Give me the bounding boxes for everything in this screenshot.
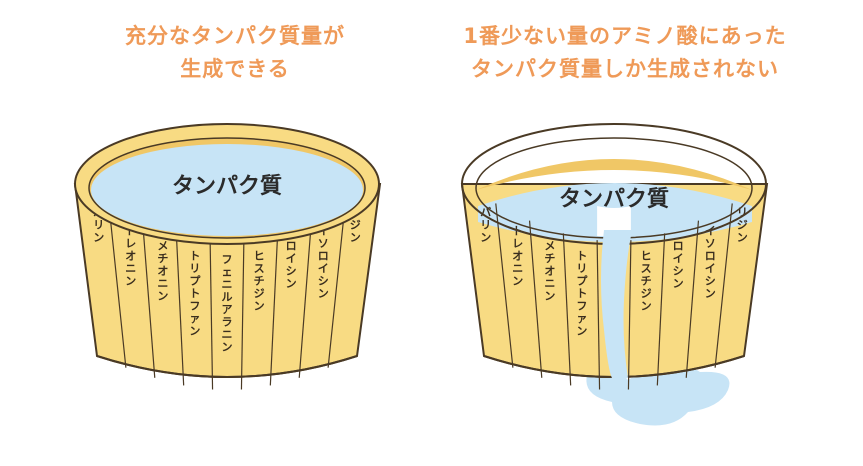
full-amino-acid-label: トレオニン [125, 225, 136, 288]
full-amino-acid-label: フェニルアラニン [222, 253, 233, 354]
full-amino-acid-label: メチオニン [157, 240, 168, 303]
broken-stave-divider [685, 220, 700, 378]
broken-short-stave-gap [597, 206, 631, 236]
caption-right: 1番少ない量のアミノ酸にあった タンパク質量しか生成されない [415, 20, 835, 86]
water-surface-full [91, 144, 363, 236]
full-amino-acid-label: ヒスチジン [254, 250, 265, 313]
broken-amino-acid-label: トレオニン [512, 225, 523, 288]
broken-stave-divider [528, 220, 543, 378]
broken-amino-acid-label: メチオニン [544, 240, 555, 303]
caption-left-line-1: 充分なタンパク質量が [125, 24, 345, 48]
broken-stave-divider [627, 240, 632, 390]
caption-right-line-1: 1番少ない量のアミノ酸にあった [463, 24, 787, 48]
full-stave-divider [108, 203, 127, 368]
broken-stave-divider [495, 203, 514, 368]
full-amino-acid-label: イソロイシン [318, 225, 329, 301]
barrel-broken: バリントレオニンメチオニントリプトファンフェニルアラニンヒスチジンロイシンイソロ… [460, 123, 769, 426]
staves-full: バリントレオニンメチオニントリプトファンフェニルアラニンヒスチジンロイシンイソロ… [93, 203, 361, 390]
full-stave-divider [141, 220, 156, 378]
broken-amino-acid-label: トリプトファン [576, 250, 588, 338]
full-stave-divider [209, 240, 214, 390]
barrel-title-full: タンパク質 [172, 174, 282, 199]
broken-stave-divider [596, 240, 601, 390]
broken-stave-divider [562, 233, 572, 386]
full-stave-divider [269, 233, 279, 386]
full-stave-divider [240, 240, 245, 390]
caption-right-line-2: タンパク質量しか生成されない [471, 57, 779, 81]
broken-stave-divider [714, 203, 733, 368]
caption-left: 充分なタンパク質量が 生成できる [70, 20, 400, 86]
full-amino-acid-label: トリプトファン [189, 250, 201, 338]
caption-left-line-2: 生成できる [180, 57, 290, 81]
full-stave-divider [327, 203, 346, 368]
broken-stave-divider [656, 233, 666, 386]
broken-amino-acid-label: ロイシン [673, 240, 684, 290]
broken-amino-acid-label: リジン [737, 206, 748, 244]
full-amino-acid-label: ロイシン [286, 240, 297, 290]
spilled-water [586, 368, 730, 426]
barrel-full: バリントレオニンメチオニントリプトファンフェニルアラニンヒスチジンロイシンイソロ… [73, 123, 382, 390]
broken-amino-acid-label: バリン [480, 206, 491, 244]
broken-amino-acid-label: イソロイシン [705, 225, 716, 301]
barrel-title-broken: タンパク質 [559, 187, 669, 212]
broken-amino-acid-label: ヒスチジン [641, 250, 652, 313]
waterfall [601, 230, 632, 378]
full-stave-divider [175, 233, 185, 386]
full-stave-divider [298, 220, 313, 378]
